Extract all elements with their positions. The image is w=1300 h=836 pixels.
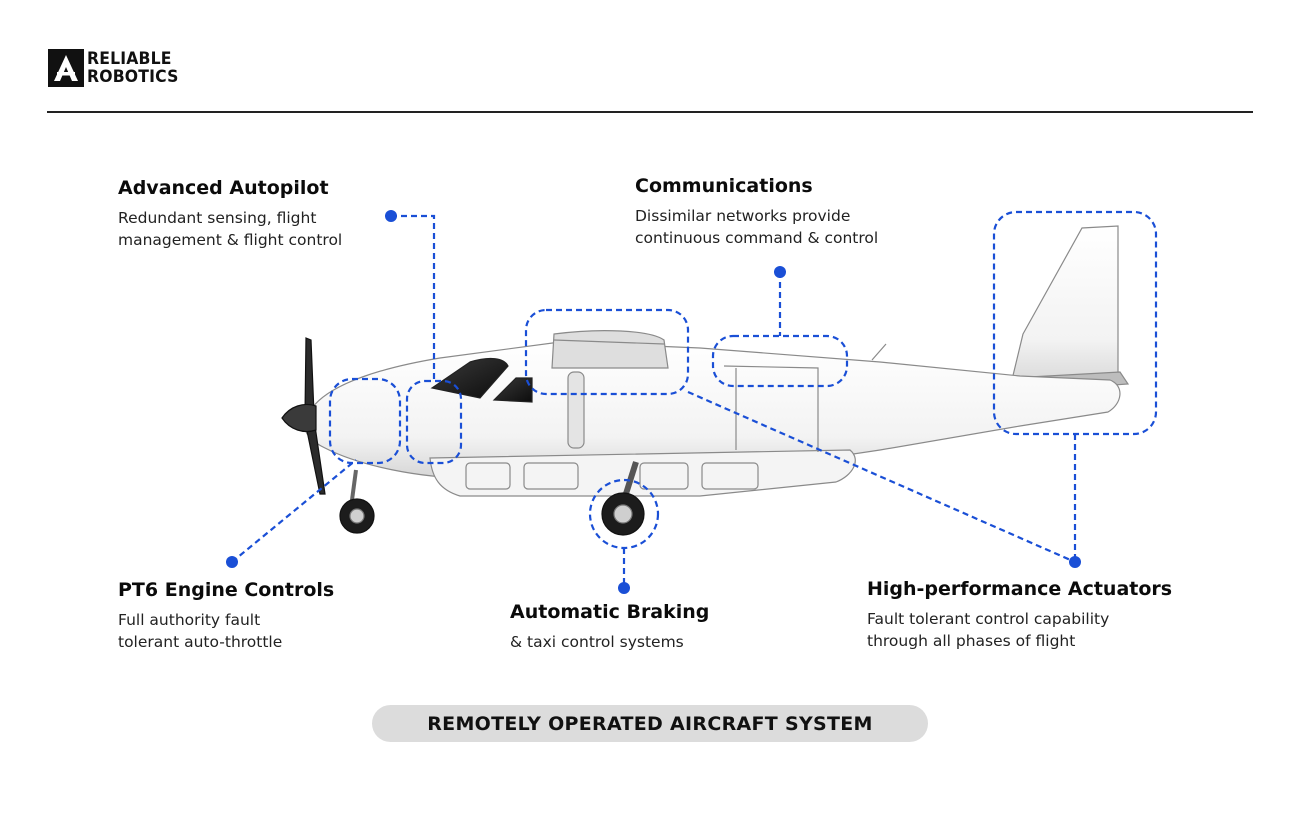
brand-mark-icon: [48, 49, 84, 87]
propeller-blade-top: [304, 337, 315, 415]
brand-line-2: ROBOTICS: [87, 67, 179, 87]
callout-connectors: [231, 210, 1158, 588]
callout-communications-line-1: Dissimilar networks provide: [635, 207, 851, 225]
callout-communications-title: Communications: [635, 175, 813, 197]
callout-actuators-line-2: through all phases of flight: [867, 632, 1076, 650]
engine-highlight: [328, 377, 402, 465]
callout-autopilot-line-1: Redundant sensing, flight: [118, 209, 317, 227]
system-label: REMOTELY OPERATED AIRCRAFT SYSTEM: [427, 712, 873, 735]
system-label-pill: REMOTELY OPERATED AIRCRAFT SYSTEM: [372, 705, 928, 742]
callout-autopilot: Advanced Autopilot Redundant sensing, fl…: [118, 177, 342, 251]
callout-braking-line-1: & taxi control systems: [510, 633, 684, 651]
callout-engine-title: PT6 Engine Controls: [118, 579, 335, 601]
callout-actuators: High-performance Actuators Fault toleran…: [867, 578, 1172, 652]
autopilot-dot: [385, 210, 397, 222]
engine-dot: [226, 556, 238, 568]
callout-dots: [226, 210, 1081, 594]
communications-highlight: [711, 334, 849, 388]
side-window: [492, 377, 533, 403]
brand-logo: RELIABLE ROBOTICS: [48, 49, 187, 87]
wing: [551, 330, 669, 369]
callout-autopilot-text: Redundant sensing, flight management & f…: [118, 207, 342, 251]
callout-braking: Automatic Braking & taxi control systems: [510, 601, 709, 653]
callout-actuators-text: Fault tolerant control capability throug…: [867, 608, 1172, 652]
engine-connector: [231, 459, 357, 563]
spinner: [281, 403, 317, 433]
callout-communications-line-2: continuous command & control: [635, 229, 879, 247]
callout-engine-text: Full authority fault tolerant auto-throt…: [118, 609, 334, 653]
fuselage: [303, 341, 1121, 479]
callout-engine: PT6 Engine Controls Full authority fault…: [118, 579, 334, 653]
cargo-pod: [429, 449, 856, 497]
callout-engine-line-1: Full authority fault: [118, 611, 261, 629]
callout-communications: Communications Dissimilar networks provi…: [635, 175, 878, 249]
wing-highlight: [524, 308, 690, 396]
aircraft-illustration: [281, 225, 1130, 536]
callout-braking-title: Automatic Braking: [510, 601, 710, 623]
callout-braking-text: & taxi control systems: [510, 631, 709, 653]
vertical-tail: [1009, 225, 1119, 389]
callout-engine-line-2: tolerant auto-throttle: [118, 633, 283, 651]
braking-dot: [618, 582, 630, 594]
callout-actuators-title: High-performance Actuators: [867, 578, 1173, 600]
wing-strut: [567, 371, 585, 449]
callout-communications-text: Dissimilar networks provide continuous c…: [635, 205, 878, 249]
callout-autopilot-line-2: management & flight control: [118, 231, 343, 249]
actuators-dot: [1069, 556, 1081, 568]
communications-dot: [774, 266, 786, 278]
windshield: [430, 357, 509, 399]
callout-actuators-line-1: Fault tolerant control capability: [867, 610, 1110, 628]
actuators-connector-wing: [687, 390, 1076, 564]
callout-autopilot-title: Advanced Autopilot: [118, 177, 329, 199]
brand-line-1: RELIABLE: [87, 49, 172, 69]
autopilot-connector: [391, 214, 436, 382]
brand-wordmark: RELIABLE ROBOTICS: [87, 50, 179, 86]
header-divider: [47, 111, 1253, 113]
